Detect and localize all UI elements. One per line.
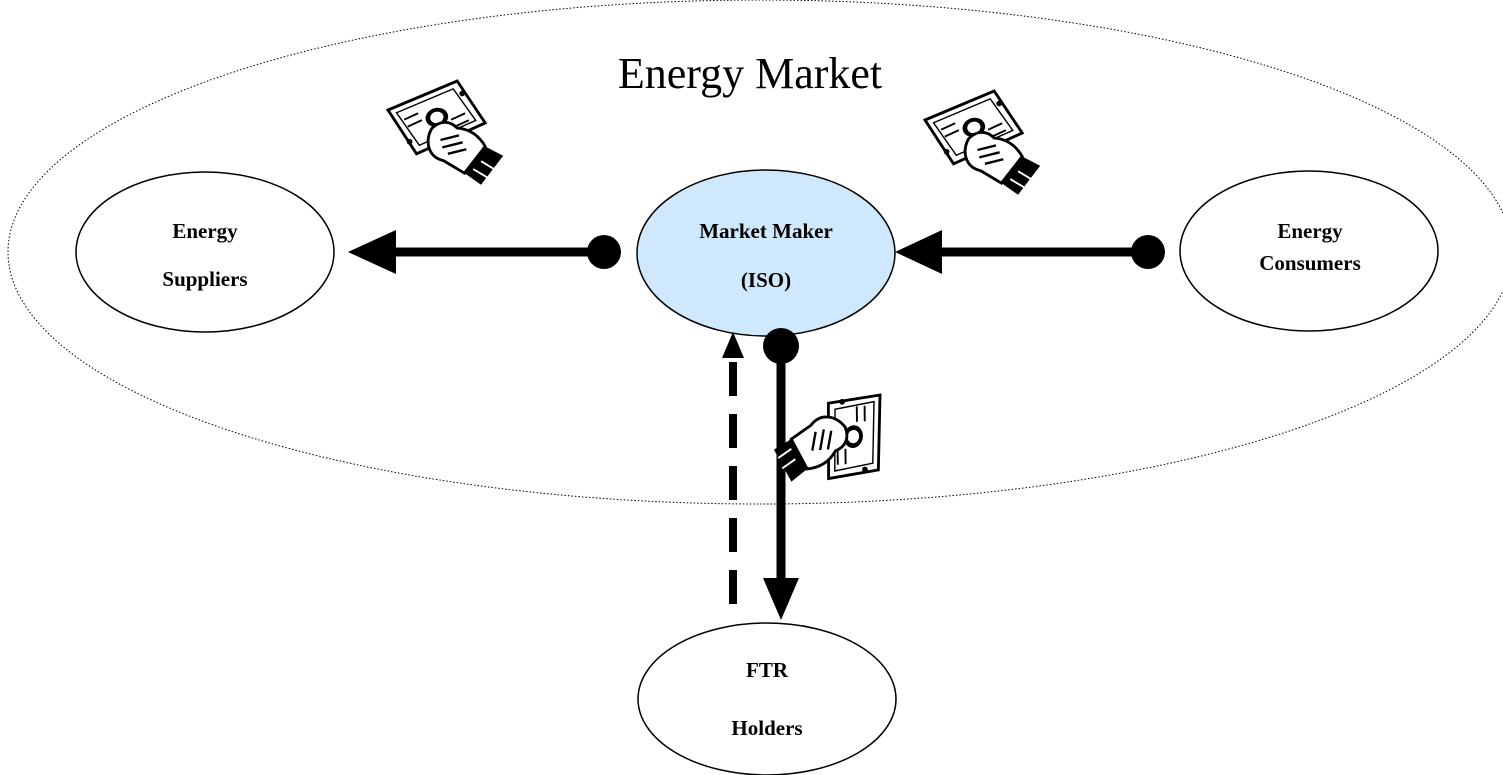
ftr-label-line2: Holders [731,716,802,740]
energy-consumers-node: Energy Consumers [1179,170,1439,332]
energy-suppliers-node: Energy Suppliers [75,171,335,333]
consumers-label-line2: Consumers [1259,251,1361,275]
payment-arrow-from-consumers [895,230,1165,274]
payment-arrow-to-ftr-holders [763,328,799,620]
money-in-hand-icon [920,83,1048,214]
market-maker-label-line2: (ISO) [741,268,791,292]
market-maker-node: Market Maker (ISO) [636,169,896,337]
payment-arrow-to-suppliers [348,230,621,274]
money-in-hand-icon [767,377,893,498]
suppliers-label-line1: Energy [172,219,238,243]
diagram-title: Energy Market [618,49,882,98]
ftr-holders-node: FTR Holders [637,622,897,775]
market-maker-label-line1: Market Maker [699,219,833,243]
consumers-label-line1: Energy [1277,219,1343,243]
ftr-label-line1: FTR [746,658,789,682]
money-in-hand-icon [383,73,511,204]
suppliers-label-line2: Suppliers [162,267,247,291]
dashed-arrow-ftr-to-market-maker [722,332,744,604]
